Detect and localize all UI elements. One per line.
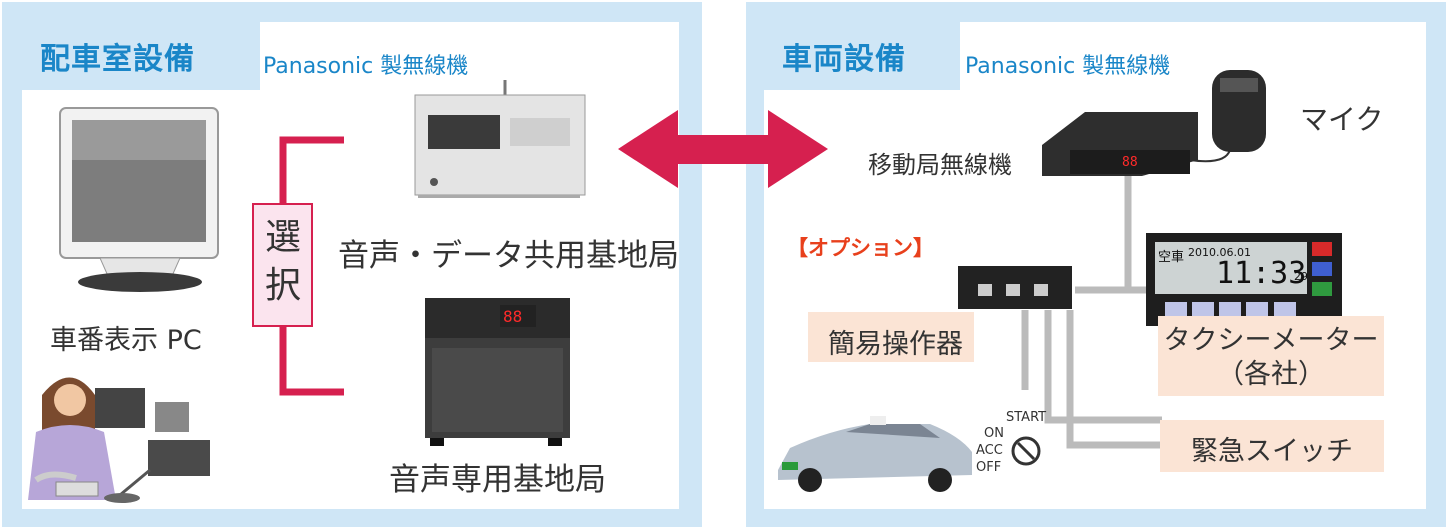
key-acc-label: ACC	[976, 443, 1003, 458]
taxi-icon	[778, 416, 972, 492]
vehicle-title: 車両設備	[782, 42, 906, 77]
controller-label: 簡易操作器	[828, 329, 963, 360]
emergency-label-box: 緊急スイッチ	[1160, 420, 1384, 472]
meter-label-box: タクシーメーター （各社）	[1158, 316, 1384, 396]
vehicle-title-tab: 車両設備	[764, 22, 960, 90]
operator-icon	[28, 377, 210, 503]
emergency-switch-label: 緊急スイッチ	[1191, 436, 1353, 467]
key-on-label: ON	[984, 426, 1004, 441]
voice-base-station-icon: 88	[425, 298, 570, 446]
dispatch-room-title: 配車室設備	[40, 42, 195, 77]
dispatch-room-title-tab: 配車室設備	[22, 22, 260, 90]
meter-label: タクシーメーター	[1163, 325, 1379, 356]
pc-label: 車番表示 PC	[50, 325, 202, 356]
radio-link-arrow	[618, 110, 828, 188]
simple-controller-icon	[958, 266, 1072, 309]
mobile-radio-icon: 88	[1042, 112, 1198, 176]
select-label: 選択	[265, 217, 302, 306]
microphone-icon	[1189, 70, 1266, 163]
meter-display-date: 2010.06.01	[1188, 246, 1251, 259]
meter-display-seconds: 29	[1294, 270, 1308, 283]
voice-base-station-label: 音声専用基地局	[389, 462, 606, 498]
selection-bracket	[252, 136, 344, 396]
key-off-label: OFF	[976, 460, 1002, 475]
voice-data-base-station-icon	[414, 80, 586, 198]
microphone-label: マイク	[1300, 103, 1384, 136]
svg-text:88: 88	[503, 307, 522, 326]
option-label: 【オプション】	[787, 236, 934, 260]
key-switch-icon	[1011, 436, 1041, 466]
pc-monitor-icon	[59, 107, 219, 292]
key-start-label: START	[1006, 410, 1047, 425]
meter-display-status: 空車	[1158, 250, 1185, 265]
svg-text:88: 88	[1122, 155, 1138, 170]
mobile-radio-label: 移動局無線機	[868, 151, 1012, 179]
connector-lines	[1021, 176, 1162, 449]
taxi-meter-icon	[1146, 233, 1342, 326]
dispatch-radio-maker: Panasonic 製無線機	[263, 54, 469, 79]
voice-data-base-station-label: 音声・データ共用基地局	[338, 238, 679, 274]
vehicle-radio-maker: Panasonic 製無線機	[965, 54, 1171, 79]
meter-display-time: 11:33	[1216, 256, 1307, 291]
meter-label-sub: （各社）	[1217, 359, 1325, 390]
controller-label-box: 簡易操作器	[808, 312, 974, 362]
